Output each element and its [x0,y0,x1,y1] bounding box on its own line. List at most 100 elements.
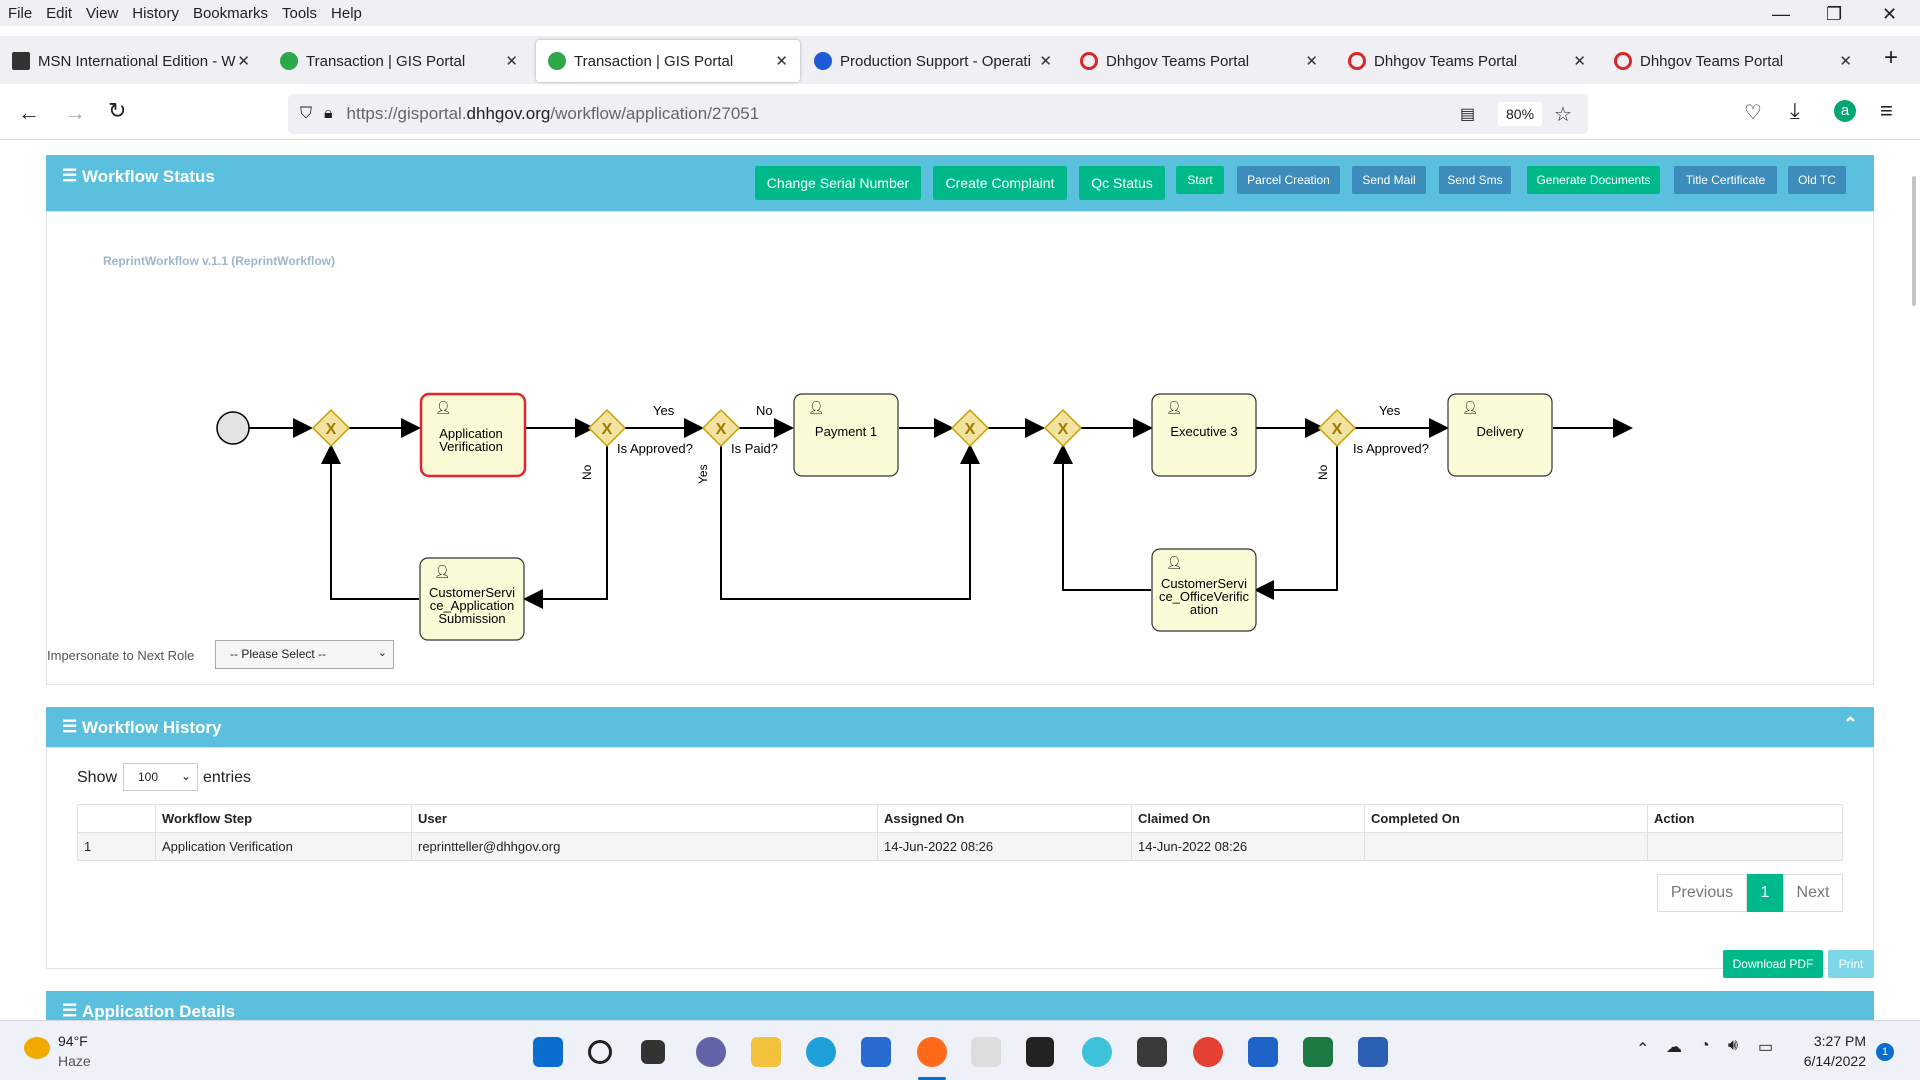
restore-icon[interactable]: ❐ [1826,4,1843,24]
close-tab-icon[interactable]: ✕ [237,53,250,70]
tab-msn[interactable]: MSN International Edition - W ✕ [0,40,262,82]
qc-status-button[interactable]: Qc Status [1079,166,1165,200]
menu-file[interactable]: File [8,4,33,22]
tab-teams-2[interactable]: Dhhgov Teams Portal ✕ [1336,40,1598,82]
reader-icon[interactable]: ▤ [1460,106,1476,123]
task-executive[interactable]: 👤︎ Executive 3 [1151,393,1257,477]
cloud-icon[interactable]: ☁ [1666,1039,1682,1056]
start-button[interactable]: Start [1176,166,1224,194]
gateway-6[interactable]: X [1317,408,1357,448]
menu-view[interactable]: View [86,4,119,22]
minimize-icon[interactable]: — [1772,4,1790,24]
scrollbar-thumb[interactable] [1912,176,1916,306]
print-button[interactable]: Print [1828,950,1874,978]
menu-history[interactable]: History [132,4,179,22]
edge-icon[interactable] [806,1037,836,1067]
task-cs-application-submission[interactable]: 👤︎ CustomerServi ce_Application Submissi… [419,557,525,641]
close-window-icon[interactable]: ✕ [1882,4,1898,24]
col-user[interactable]: User [411,804,878,833]
col-index[interactable] [77,804,156,833]
windows-start-icon[interactable] [533,1037,563,1067]
dropbox-icon[interactable] [1026,1037,1054,1067]
tab-gis-active[interactable]: Transaction | GIS Portal ✕ [536,40,800,82]
reload-icon[interactable]: ↻ [108,98,127,123]
generate-documents-button[interactable]: Generate Documents [1527,166,1660,194]
chrome-icon[interactable] [1193,1037,1223,1067]
file-explorer-icon[interactable] [751,1037,781,1067]
close-tab-icon[interactable]: ✕ [1573,53,1586,70]
task-application-verification[interactable]: 👤︎ Application Verification [419,392,527,478]
next-button[interactable]: Next [1783,874,1843,912]
col-assigned-on[interactable]: Assigned On [877,804,1132,833]
search-icon[interactable] [588,1040,612,1064]
parcel-creation-button[interactable]: Parcel Creation [1237,166,1340,194]
notepad-icon[interactable] [1248,1037,1278,1067]
forward-icon[interactable]: → [64,100,86,125]
download-icon[interactable]: ⤓ [1790,98,1800,123]
page-size-select[interactable]: 100⌄ [123,763,198,791]
gateway-1[interactable]: X [311,408,351,448]
bookmark-star-icon[interactable]: ☆ [1554,103,1572,126]
col-action[interactable]: Action [1647,804,1843,833]
gateway-2[interactable]: X [587,408,627,448]
menu-hamburger-icon[interactable]: ≡ [1880,98,1893,123]
gateway-5[interactable]: X [1043,408,1083,448]
battery-icon[interactable]: ▭ [1758,1039,1774,1056]
col-workflow-step[interactable]: Workflow Step [155,804,412,833]
previous-button[interactable]: Previous [1657,874,1747,912]
gateway-4[interactable]: X [950,408,990,448]
title-certificate-button[interactable]: Title Certificate [1674,166,1777,194]
close-tab-icon[interactable]: ✕ [1305,53,1318,70]
close-tab-icon[interactable]: ✕ [1039,53,1052,70]
gateway-3[interactable]: X [701,408,741,448]
todo-icon[interactable] [1137,1037,1167,1067]
task-cs-office-verification[interactable]: 👤︎ CustomerServi ce_OfficeVerific ation [1151,548,1257,632]
tab-teams-3[interactable]: Dhhgov Teams Portal ✕ [1602,40,1864,82]
messaging-icon[interactable] [1082,1037,1112,1067]
chevron-up-icon[interactable]: ⌃ [1636,1041,1650,1058]
tab-production[interactable]: Production Support - Operati ✕ [802,40,1064,82]
send-mail-button[interactable]: Send Mail [1352,166,1426,194]
firefox-icon[interactable] [917,1037,947,1067]
store-icon[interactable] [861,1037,891,1067]
col-claimed-on[interactable]: Claimed On [1131,804,1365,833]
weather-temp[interactable]: 94°F [58,1033,88,1049]
close-tab-icon[interactable]: ✕ [775,53,788,70]
close-tab-icon[interactable]: ✕ [505,53,518,70]
collapse-icon[interactable]: ⌃ [1842,714,1858,734]
create-complaint-button[interactable]: Create Complaint [933,166,1067,200]
pocket-icon[interactable]: ♡ [1744,102,1762,124]
col-completed-on[interactable]: Completed On [1364,804,1648,833]
volume-icon[interactable]: 🔊︎ [1728,1037,1739,1054]
change-serial-number-button[interactable]: Change Serial Number [755,166,921,200]
task-delivery[interactable]: 👤︎ Delivery [1447,393,1553,477]
back-icon[interactable]: ← [18,100,40,125]
chat-icon[interactable] [696,1037,726,1067]
start-event[interactable] [216,411,250,445]
menu-bookmarks[interactable]: Bookmarks [192,4,268,22]
tab-teams-1[interactable]: Dhhgov Teams Portal ✕ [1068,40,1330,82]
impersonate-select[interactable]: -- Please Select -- ⌄ [215,640,394,669]
task-payment[interactable]: 👤︎ Payment 1 [793,393,899,477]
notification-badge[interactable]: 1 [1876,1043,1894,1061]
clock-time[interactable]: 3:27 PM [1813,1033,1866,1049]
send-sms-button[interactable]: Send Sms [1439,166,1511,194]
zoom-badge[interactable]: 80% [1498,102,1543,126]
page-1-button[interactable]: 1 [1747,874,1783,912]
word-icon[interactable] [1358,1037,1388,1067]
close-tab-icon[interactable]: ✕ [1839,53,1852,70]
amazon-icon[interactable] [971,1037,1001,1067]
menu-help[interactable]: Help [331,4,362,22]
account-icon[interactable]: a [1834,100,1856,122]
url-field[interactable]: ⛉ 🔒︎ https://gisportal.dhhgov.org/workfl… [288,94,1588,134]
wifi-icon[interactable]: ◔ [1700,1037,1710,1054]
task-view-icon[interactable] [641,1040,665,1064]
new-tab-icon[interactable]: + [1884,44,1899,71]
download-pdf-button[interactable]: Download PDF [1723,950,1823,978]
old-tc-button[interactable]: Old TC [1788,166,1846,194]
excel-icon[interactable] [1303,1037,1333,1067]
menu-tools[interactable]: Tools [281,4,318,22]
tab-gis-1[interactable]: Transaction | GIS Portal ✕ [268,40,530,82]
menu-edit[interactable]: Edit [46,4,73,22]
clock-date[interactable]: 6/14/2022 [1803,1053,1866,1069]
